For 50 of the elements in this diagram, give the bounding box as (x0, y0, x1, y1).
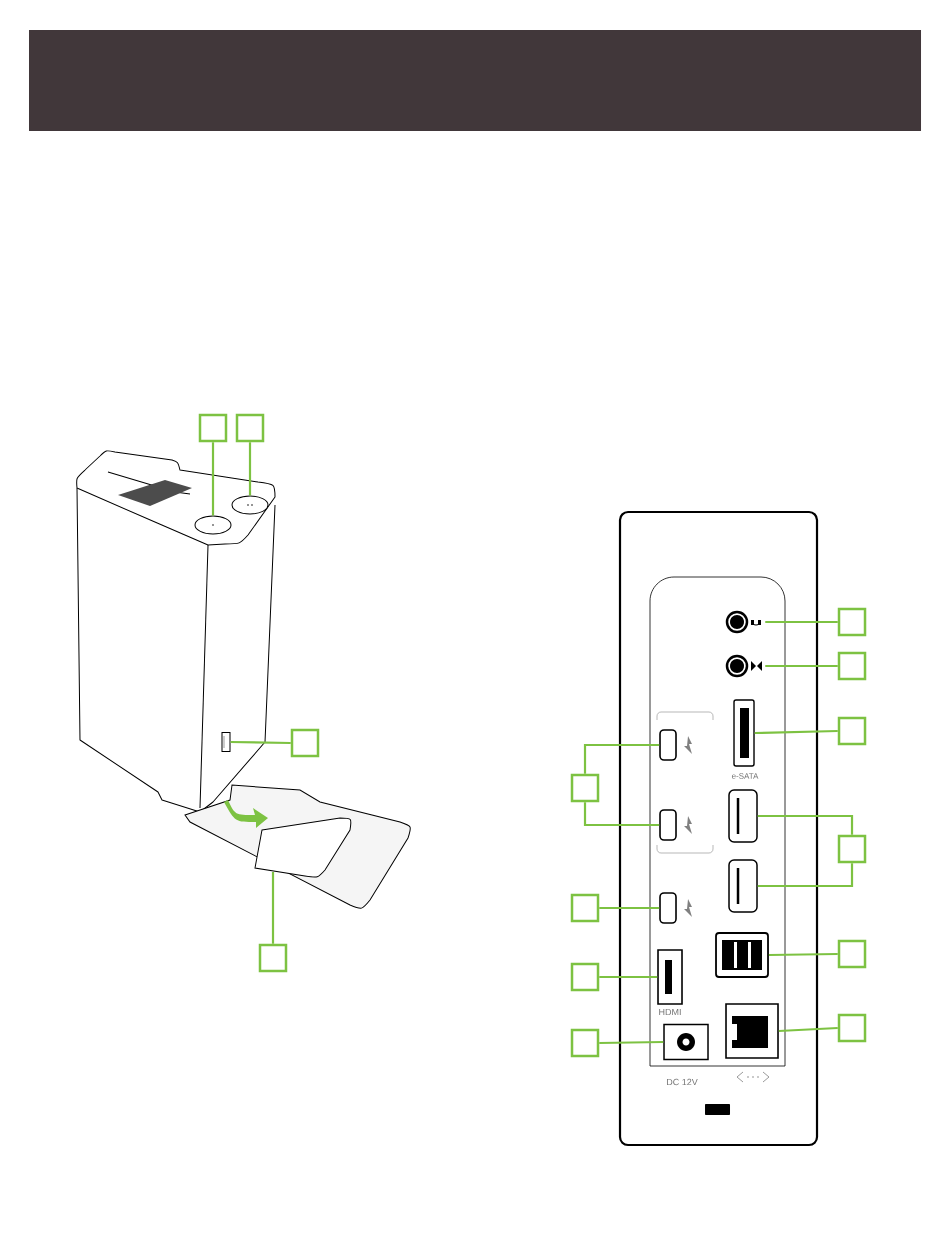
leader-line (211, 442, 215, 516)
callout-box (837, 607, 867, 637)
callout-box (570, 893, 600, 923)
leader-line (230, 740, 291, 745)
leader-line (583, 743, 660, 774)
headphone-jack (725, 610, 761, 634)
callout-box (570, 1028, 600, 1058)
leader-line (754, 729, 838, 735)
callout-box (837, 834, 867, 864)
power-jack (663, 1023, 709, 1061)
usb-port (728, 859, 758, 913)
side-port (221, 732, 231, 752)
callout-box (258, 943, 288, 973)
usb-port (728, 789, 758, 843)
thunderbolt-port (659, 809, 692, 841)
button (231, 495, 269, 515)
callout-box (570, 962, 600, 992)
ethernet-port (725, 1003, 779, 1059)
title-bar (29, 30, 921, 131)
leader-line (768, 952, 838, 957)
leader-line (248, 442, 252, 496)
esata-port (733, 699, 755, 767)
leader-line (599, 1040, 664, 1045)
callout-box (837, 716, 867, 746)
callout-box (235, 413, 265, 443)
port-label: DC 12V (667, 1078, 698, 1086)
leader-line (599, 975, 658, 979)
callout-box (290, 728, 320, 758)
leader-line (765, 620, 838, 624)
leader-line (778, 1026, 838, 1033)
leader-line (765, 664, 838, 668)
button (194, 515, 232, 535)
callout-box (198, 413, 228, 443)
leader-line (757, 863, 854, 888)
callout-box (570, 773, 600, 803)
port-label: HDMI (659, 1008, 681, 1016)
hdmi-port (657, 949, 683, 1005)
leader-line (599, 906, 660, 910)
microphone-jack (725, 654, 762, 678)
callout-box (837, 651, 867, 681)
leader-line (271, 872, 275, 944)
thunderbolt-port (659, 729, 692, 761)
leader-line (757, 814, 854, 835)
callout-box (837, 1013, 867, 1043)
thunderbolt-port (659, 892, 692, 924)
leader-line (583, 802, 660, 827)
stand-tray (184, 784, 411, 909)
port-label: e-SATA (731, 773, 759, 779)
callout-box (837, 939, 867, 969)
usb-port (715, 932, 769, 978)
